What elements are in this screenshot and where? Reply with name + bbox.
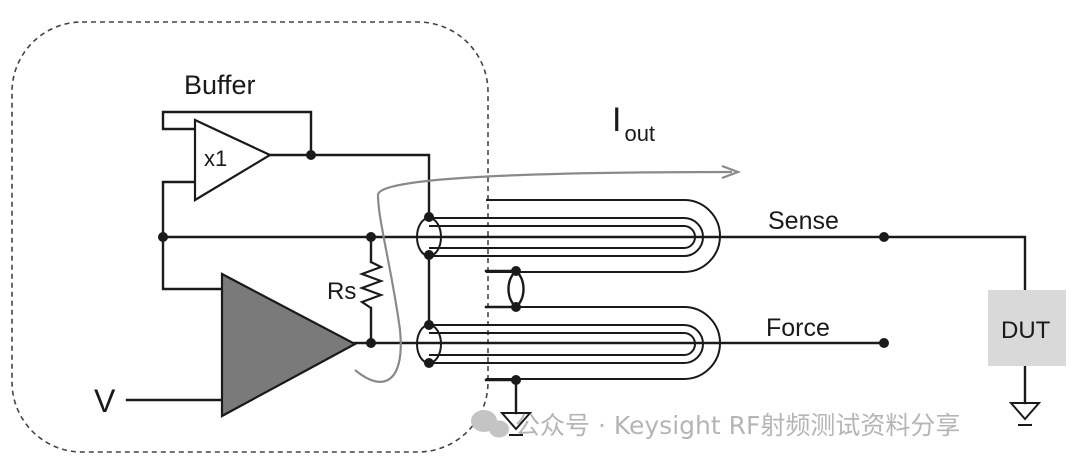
- cable-ground-wire: [484, 378, 518, 415]
- dut-label: DUT: [1001, 317, 1051, 344]
- wechat-icon: [471, 410, 509, 438]
- buffer-gain-label: x1: [204, 146, 227, 171]
- current-subscript: out: [624, 121, 655, 146]
- buffer-feedback-wire: [161, 110, 313, 157]
- watermark: 公众号 · Keysight RF射频测试资料分享: [471, 410, 960, 440]
- current-arrow: [354, 164, 742, 383]
- resistor-label: Rs: [327, 278, 356, 305]
- power-amplifier: [220, 272, 358, 418]
- sense-cable: [429, 199, 721, 273]
- buffer-output-wire: [268, 153, 431, 219]
- cable-ground-icon: [499, 412, 533, 436]
- rs-resistor: [358, 261, 385, 309]
- dut-box: [988, 290, 1066, 366]
- sense-line: [161, 235, 1027, 292]
- buffer-label: Buffer: [184, 70, 256, 100]
- shield-link-jumper-2: [514, 269, 525, 309]
- watermark-text: 公众号 · Keysight RF射频测试资料分享: [515, 411, 960, 440]
- amp-input-wire: [161, 235, 224, 291]
- shield-link-jumper: [507, 269, 518, 309]
- current-symbol: I: [612, 101, 621, 139]
- voltage-label: V: [94, 383, 116, 419]
- sense-label: Sense: [768, 207, 839, 235]
- buffer-amplifier: [193, 118, 273, 202]
- force-label: Force: [766, 314, 830, 342]
- junction-dots: [158, 150, 889, 385]
- force-cable: [429, 306, 721, 380]
- dut-ground-icon: [1008, 402, 1042, 426]
- buffer-input-wire: [161, 180, 197, 239]
